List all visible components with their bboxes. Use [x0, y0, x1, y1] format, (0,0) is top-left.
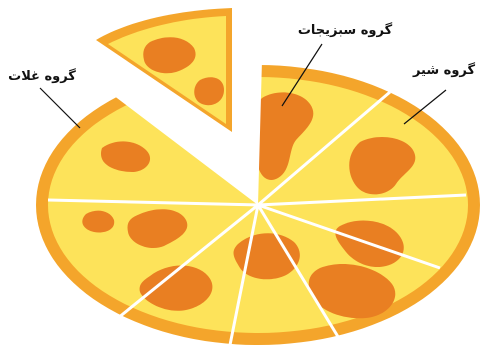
leader-grains — [40, 88, 80, 128]
label-vegetables: گروه سبزیجات — [298, 22, 393, 38]
label-dairy: گروه شیر — [412, 62, 476, 78]
label-grains: گروه غلات — [8, 68, 76, 84]
